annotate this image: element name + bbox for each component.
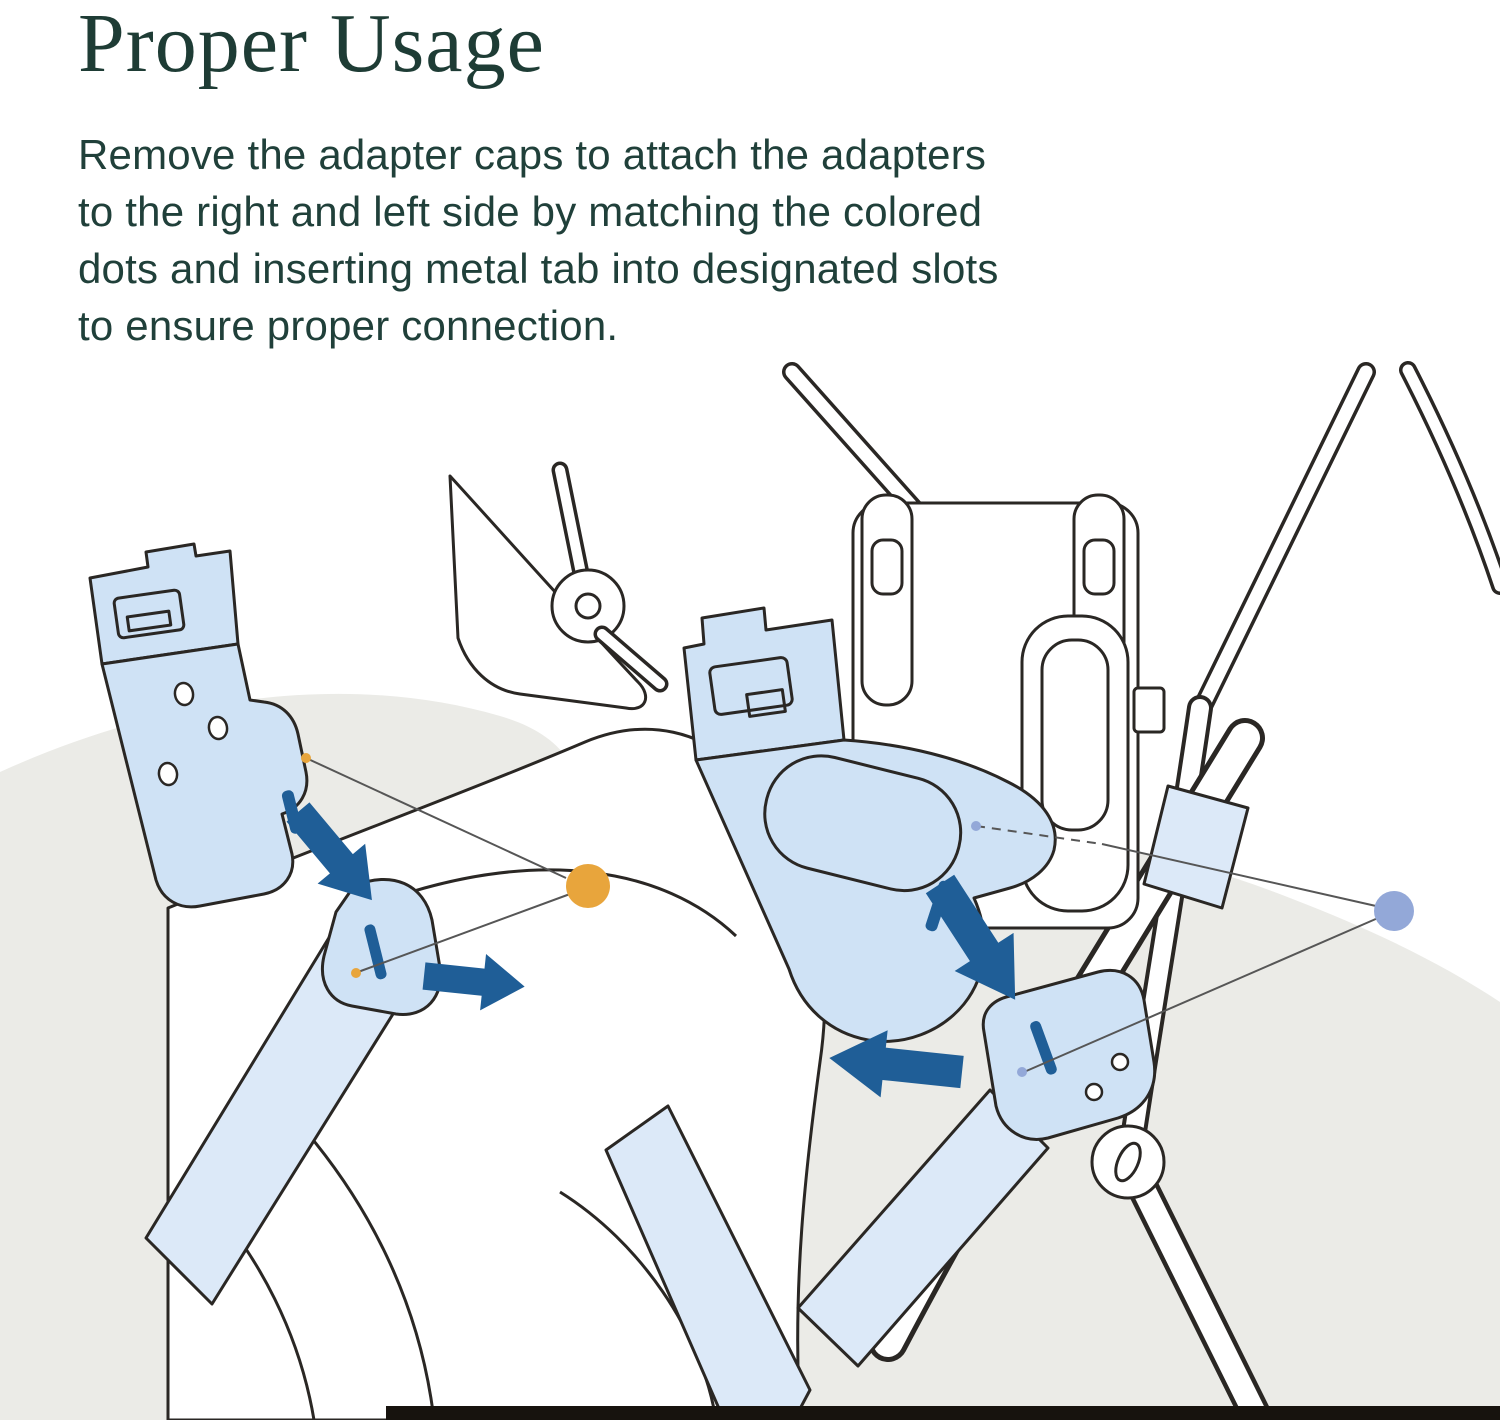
canopy — [448, 461, 669, 711]
strap-buckles — [321, 877, 1157, 1141]
insert-arrows — [286, 802, 1016, 1098]
instructions-paragraph: Remove the adapter caps to attach the ad… — [78, 126, 1278, 354]
page-title: Proper Usage — [78, 0, 545, 90]
seat-back-panel — [851, 493, 1166, 930]
instructions-line: dots and inserting metal tab into design… — [78, 245, 999, 292]
left-strap-buckle — [321, 877, 443, 1016]
instructions-line: to ensure proper connection. — [78, 302, 619, 349]
frame-collar — [1142, 784, 1250, 910]
right-adapter-cap — [682, 606, 846, 762]
left-slide-arrow — [422, 954, 525, 1011]
left-adapter-insert-arrow — [286, 802, 372, 901]
orange-match-dot — [566, 864, 610, 908]
left-buckle-slot — [364, 924, 387, 980]
instruction-text-block: Proper Usage Remove the adapter caps to … — [78, 0, 1278, 354]
adapter-hole — [157, 761, 179, 787]
right-buckle-mini-dot — [1017, 1067, 1027, 1077]
adapter-hole — [207, 715, 229, 741]
right-strap-buckle — [981, 969, 1157, 1141]
left-adapter — [88, 542, 309, 909]
instructions-line: to the right and left side by matching t… — [78, 188, 983, 235]
buckle-hole — [1084, 1082, 1104, 1102]
right-adapter-pad — [763, 754, 963, 893]
left-buckle-mini-dot — [351, 968, 361, 978]
instructions-line: Remove the adapter caps to attach the ad… — [78, 131, 987, 178]
left-lower-strap — [604, 1104, 812, 1420]
bottom-edge-bar — [386, 1406, 1500, 1420]
buckle-hole — [1110, 1052, 1130, 1072]
right-adapter-insert-arrow — [925, 874, 1016, 1000]
left-adapter-mini-dot — [301, 753, 311, 763]
harness-straps — [144, 784, 1250, 1420]
blue-match-dot — [1374, 891, 1414, 931]
match-indicators — [301, 753, 1414, 1077]
left-adapter-body — [100, 642, 309, 909]
right-adapter-mini-dot — [971, 821, 981, 831]
right-slide-arrow — [829, 1030, 964, 1098]
adapter-hole — [173, 681, 195, 707]
